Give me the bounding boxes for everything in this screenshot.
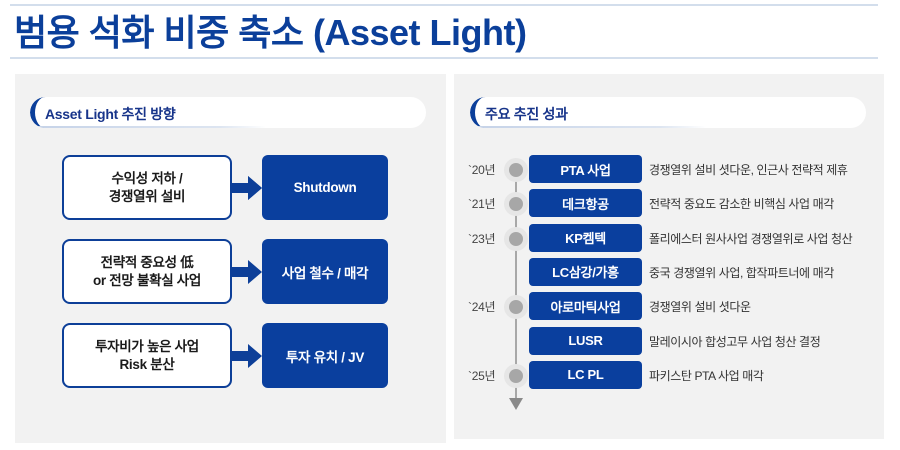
business-name-badge: PTA 사업 (529, 155, 642, 183)
achievement-description: 말레이시아 합성고무 사업 청산 결정 (649, 334, 821, 349)
timeline-year: `24년 (468, 300, 496, 315)
timeline-year: `20년 (468, 163, 496, 177)
section-header-pill: 주요 추진 성과 (470, 97, 866, 128)
condition-box: 투자비가 높은 사업 Risk 분산 (62, 323, 232, 388)
timeline-row: LUSR 말레이시아 합성고무 사업 청산 결정 (454, 326, 884, 355)
section-header-label: 주요 추진 성과 (485, 106, 568, 122)
condition-line: 수익성 저하 / (111, 170, 183, 186)
business-name-badge: LC PL (529, 360, 642, 389)
condition-line: Risk 분산 (119, 356, 175, 372)
timeline-row: `20년 PTA 사업 경쟁열위 설비 셧다운, 인근사 전략적 제휴 (454, 155, 884, 183)
header-underline (36, 126, 266, 128)
key-achievements-panel: 주요 추진 성과 `20년 PTA 사업 경쟁열위 설비 셧다운, 인근사 전략적 … (454, 74, 884, 439)
timeline-dot-icon (504, 363, 528, 388)
timeline-row: `24년 아로마틱사업 경쟁열위 설비 셧다운 (454, 292, 884, 321)
business-name-badge: LUSR (529, 326, 642, 355)
achievement-description: 경쟁열위 설비 셧다운, 인근사 전략적 제휴 (649, 163, 848, 177)
timeline-year: `23년 (468, 231, 496, 246)
condition-line: or 전망 불확실 사업 (92, 272, 202, 288)
section-header-label: Asset Light 추진 방향 (45, 106, 176, 122)
achievement-description: 폴리에스터 원사사업 경쟁열위로 사업 청산 (649, 231, 853, 246)
achievement-description: 전략적 중요도 감소한 비핵심 사업 매각 (649, 197, 834, 212)
section-header-pill: Asset Light 추진 방향 (30, 97, 426, 128)
timeline-dot-icon (504, 158, 528, 182)
condition-line: 투자비가 높은 사업 (95, 338, 199, 354)
page-title: 범용 석화 비중 축소 (Asset Light) (14, 12, 527, 53)
asset-light-direction-panel: Asset Light 추진 방향 수익성 저하 / 경쟁열위 설비 Shutd… (15, 74, 446, 443)
timeline-year: `25년 (468, 368, 496, 383)
right-arrow-icon (232, 260, 262, 284)
business-name-badge: 데크항공 (529, 189, 642, 218)
flow-row: 투자비가 높은 사업 Risk 분산 투자 유치 / JV (15, 323, 446, 389)
timeline-row: `25년 LC PL 파키스탄 PTA 사업 매각 (454, 360, 884, 389)
timeline-row: LC삼강/가흥 중국 경쟁열위 사업, 합작파트너에 매각 (454, 257, 884, 286)
right-arrow-icon (232, 344, 262, 368)
action-box: 사업 철수 / 매각 (262, 239, 388, 304)
timeline-row: `21년 데크항공 전략적 중요도 감소한 비핵심 사업 매각 (454, 189, 884, 218)
timeline-year: `21년 (468, 197, 496, 212)
timeline-line (515, 170, 517, 402)
condition-line: 전략적 중요성 低 (100, 254, 194, 270)
timeline-arrow-down-icon (509, 398, 523, 410)
action-box: 투자 유치 / JV (262, 323, 388, 388)
condition-box: 수익성 저하 / 경쟁열위 설비 (62, 155, 232, 220)
top-divider (10, 4, 878, 6)
header-underline (476, 126, 706, 128)
title-divider (10, 57, 878, 59)
timeline-row: `23년 KP켐텍 폴리에스터 원사사업 경쟁열위로 사업 청산 (454, 223, 884, 252)
achievement-description: 경쟁열위 설비 셧다운 (649, 300, 751, 315)
business-name-badge: 아로마틱사업 (529, 292, 642, 321)
timeline-dot-icon (504, 226, 528, 251)
flow-row: 전략적 중요성 低 or 전망 불확실 사업 사업 철수 / 매각 (15, 239, 446, 305)
condition-box: 전략적 중요성 低 or 전망 불확실 사업 (62, 239, 232, 304)
business-name-badge: LC삼강/가흥 (529, 257, 642, 286)
right-arrow-icon (232, 176, 262, 200)
achievement-description: 파키스탄 PTA 사업 매각 (649, 368, 764, 383)
crescent-accent-icon (30, 97, 46, 128)
timeline-dot-icon (504, 295, 528, 320)
action-box: Shutdown (262, 155, 388, 220)
timeline-dot-icon (504, 192, 528, 217)
business-name-badge: KP켐텍 (529, 223, 642, 252)
condition-line: 경쟁열위 설비 (108, 188, 186, 204)
flow-row: 수익성 저하 / 경쟁열위 설비 Shutdown (15, 155, 446, 221)
crescent-accent-icon (470, 97, 486, 128)
achievement-description: 중국 경쟁열위 사업, 합작파트너에 매각 (649, 265, 834, 280)
